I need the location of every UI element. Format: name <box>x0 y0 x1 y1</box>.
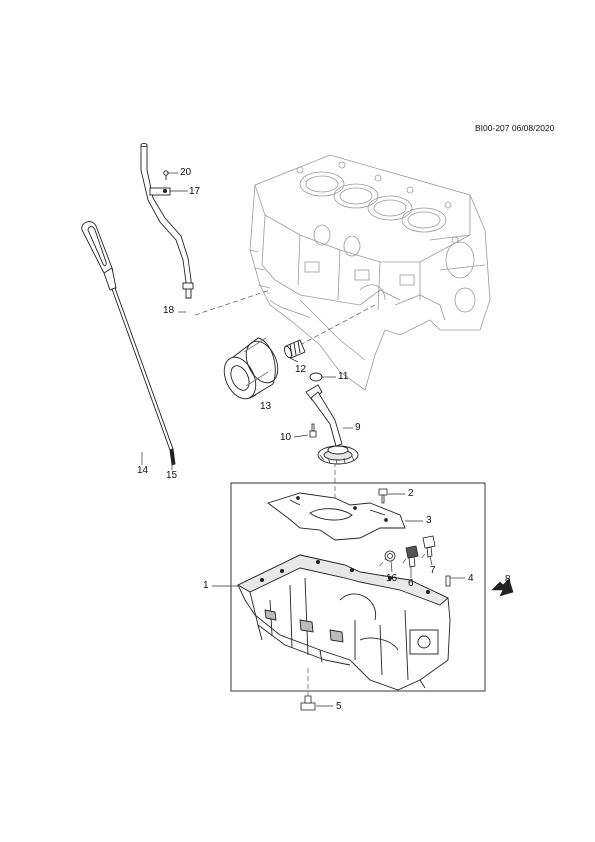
gasket-16 <box>384 550 396 562</box>
oil-pan <box>237 554 451 691</box>
oil-dipstick <box>81 221 176 466</box>
callout-10: 10 <box>280 432 292 443</box>
callout-11: 11 <box>338 371 349 382</box>
dowel-4 <box>445 575 451 587</box>
callout-16: 16 <box>386 573 398 584</box>
callout-5: 5 <box>336 701 342 712</box>
callout-leaders <box>141 172 465 707</box>
baffle-plate <box>267 492 406 541</box>
callout-8: 8 <box>505 574 511 585</box>
callout-7: 7 <box>430 565 436 576</box>
bolt-2 <box>378 488 388 504</box>
filter-connector <box>283 339 306 359</box>
callout-17: 17 <box>189 186 201 197</box>
bolt-5 <box>300 695 316 711</box>
dipstick-tube <box>140 142 194 299</box>
front-direction-arrow <box>491 578 514 597</box>
drain-plug-7 <box>422 535 436 558</box>
callout-6: 6 <box>408 578 414 589</box>
plug-6 <box>405 545 419 568</box>
oil-pickup-strainer <box>305 384 359 465</box>
document-id: BI00-207 06/08/2020 <box>475 123 555 133</box>
callout-3: 3 <box>426 515 432 526</box>
callout-15: 15 <box>166 470 178 481</box>
engine-block <box>249 154 491 391</box>
callout-13: 13 <box>260 401 272 412</box>
callout-1: 1 <box>203 580 209 591</box>
o-ring <box>309 372 323 382</box>
bolt-10 <box>309 423 317 438</box>
callout-18: 18 <box>163 305 175 316</box>
callout-20: 20 <box>180 167 192 178</box>
callout-2: 2 <box>408 488 414 499</box>
callout-9: 9 <box>355 422 361 433</box>
oil-filter <box>223 337 279 400</box>
callout-14: 14 <box>137 465 149 476</box>
callout-4: 4 <box>468 573 474 584</box>
oil-pan-group-frame <box>230 482 486 692</box>
callout-12: 12 <box>295 364 307 375</box>
